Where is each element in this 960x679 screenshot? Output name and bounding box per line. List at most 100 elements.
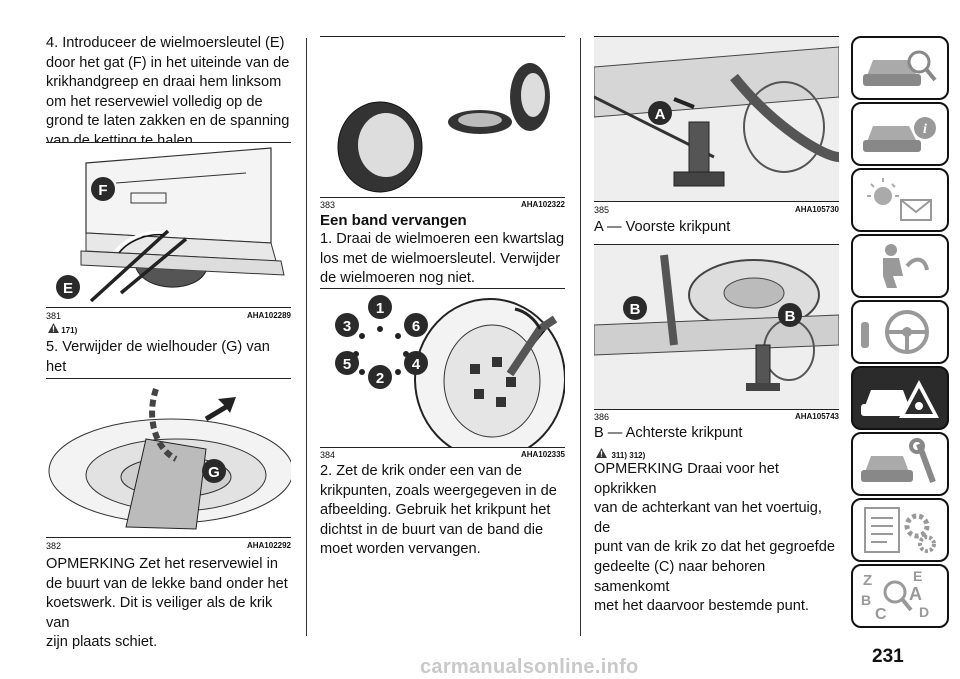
index-letter: B xyxy=(861,592,872,608)
text-line: om het reservewiel volledig op de xyxy=(46,93,263,110)
text-line: punt van de krik zo dat het gegroefde xyxy=(594,539,835,556)
lug-nut-sequence-diagram: 1 3 6 5 4 2 xyxy=(335,295,428,389)
paragraph-note-spare-wheel: OPMERKING Zet het reservewiel in de buurt… xyxy=(46,555,291,653)
figure-code: AHA105730 xyxy=(794,205,839,214)
text-line: 5. Verwijder de wielhouder (G) van het xyxy=(46,339,270,375)
spec-list-gear-icon xyxy=(864,507,936,553)
text-line: moet worden vervangen. xyxy=(320,541,481,558)
warning-lights-icon xyxy=(867,178,932,221)
label-b-left: B xyxy=(630,301,641,318)
figure-code: AHA102289 xyxy=(246,311,291,320)
tab-car-info[interactable]: i xyxy=(851,102,949,166)
nut-label-2: 2 xyxy=(376,370,384,387)
figure-382: G xyxy=(46,378,291,538)
figure-number: 384 xyxy=(320,450,336,460)
alphabet-index-icon: Z E A B C D xyxy=(853,566,947,626)
index-letter: D xyxy=(919,604,930,620)
steering-wheel-key-icon xyxy=(861,310,929,354)
nut-label-4: 4 xyxy=(412,356,421,373)
figure-number: 385 xyxy=(594,205,610,215)
text-line: de wielmoeren nog niet. xyxy=(320,270,475,287)
svg-text:i: i xyxy=(923,122,927,137)
label-f-badge xyxy=(91,177,115,201)
tab-breakdown[interactable] xyxy=(851,366,949,430)
text-line: de buurt van de lekke band onder het xyxy=(46,575,288,592)
figure-code: AHA105743 xyxy=(794,412,839,421)
tab-warning-lights[interactable] xyxy=(851,168,949,232)
section-heading: Een band vervangen xyxy=(320,212,467,229)
lug-nut-order-illustration: 1 3 6 5 4 2 xyxy=(335,295,565,447)
text-line: koetswerk. Dit is veiliger als de krik v… xyxy=(46,595,273,631)
tab-car-search[interactable] xyxy=(851,36,949,100)
figure-381: F E xyxy=(46,142,291,308)
paragraph-step-1: 1. Draai de wielmoeren een kwartslag los … xyxy=(320,230,565,289)
label-f: F xyxy=(98,182,107,199)
warning-triangle-icon xyxy=(596,448,607,458)
figure-384: 1 3 6 5 4 2 xyxy=(320,288,565,448)
reference-171: 171) xyxy=(48,323,77,335)
caption-384: 384 AHA102335 xyxy=(320,449,565,461)
text-line: OPMERKING Zet het reservewiel in xyxy=(46,556,278,572)
column-divider xyxy=(580,38,581,636)
text-line: 1. Draai de wielmoeren een kwartslag xyxy=(320,231,565,247)
wheel-holder-illustration: G xyxy=(48,388,291,530)
label-g-badge xyxy=(202,459,226,483)
text-line: 2. Zet de krik onder een van de xyxy=(320,463,523,479)
label-e-badge xyxy=(56,275,80,299)
label-e: E xyxy=(63,280,73,297)
watermark: carmanualsonline.info xyxy=(420,656,639,678)
magnifier-icon xyxy=(883,580,913,612)
rear-jack-point-illustration: B B xyxy=(594,245,839,409)
index-letter: C xyxy=(875,606,887,623)
column-divider xyxy=(306,38,307,636)
text-line: afbeelding. Gebruik het krikpunt het xyxy=(320,502,551,519)
index-letter: Z xyxy=(863,572,873,589)
caption-382: 382 AHA102292 xyxy=(46,540,291,552)
label-a: A xyxy=(655,106,666,123)
text-line: 4. Introduceer de wielmoersleutel (E) xyxy=(46,35,285,51)
nut-label-6: 6 xyxy=(412,318,420,335)
figure-number: 381 xyxy=(46,311,62,321)
airbag-seat-icon xyxy=(883,244,929,288)
text-line: grond te laten zakken en de spanning xyxy=(46,113,290,130)
front-jack-point-caption: A — Voorste krikpunt xyxy=(594,219,731,235)
car-wrench-icon xyxy=(861,438,936,484)
figure-number: 383 xyxy=(320,200,336,210)
rear-jack-point-caption: B — Achterste krikpunt xyxy=(594,425,743,441)
caption-386: 386 AHA105743 xyxy=(594,411,839,423)
text-line: gedeelte (C) naar behoren samenkomt xyxy=(594,558,766,595)
spare-wheel-placement-illustration xyxy=(337,63,550,193)
figure-385: A xyxy=(594,36,839,202)
label-b-right: B xyxy=(785,308,796,325)
text-line: los met de wielmoersleutel. Verwijder xyxy=(320,250,561,267)
figure-383 xyxy=(320,36,565,198)
text-line: krikhandgreep en draai hem linksom xyxy=(46,74,282,91)
front-jack-point-illustration: A xyxy=(594,37,839,201)
tab-specifications[interactable] xyxy=(851,498,949,562)
index-letter: A xyxy=(909,584,922,604)
tab-alphabetical-index[interactable]: Z E A B C D xyxy=(851,564,949,628)
text-line: van de achterkant van het voertuig, de xyxy=(594,500,822,536)
reference-311-312: 311) 312) xyxy=(596,445,645,463)
label-b-left-badge xyxy=(623,296,647,320)
label-a-badge xyxy=(648,101,672,125)
nut-label-3: 3 xyxy=(343,318,351,335)
text-line: zijn plaats schiet. xyxy=(46,634,158,651)
paragraph-step-4: 4. Introduceer de wielmoersleutel (E)doo… xyxy=(46,34,291,152)
label-g: G xyxy=(208,464,220,481)
caption-385: 385 AHA105730 xyxy=(594,204,839,216)
tab-car-maintenance[interactable] xyxy=(851,432,949,496)
car-info-icon: i xyxy=(863,117,936,152)
tab-airbag-seat[interactable] xyxy=(851,234,949,298)
tab-steering-key[interactable] xyxy=(851,300,949,364)
page-number: 231 xyxy=(872,646,904,667)
text-line: dichtst in de buurt van de band die xyxy=(320,521,544,538)
reference-text: 311) 312) xyxy=(611,451,646,460)
figure-code: AHA102292 xyxy=(246,541,291,550)
text-line: krikpunten, zoals weergegeven in de xyxy=(320,482,557,499)
caption-383: 383 AHA102322 xyxy=(320,199,565,211)
warning-triangle-icon xyxy=(48,323,59,333)
car-search-icon xyxy=(863,50,937,86)
nut-label-1: 1 xyxy=(376,300,384,317)
